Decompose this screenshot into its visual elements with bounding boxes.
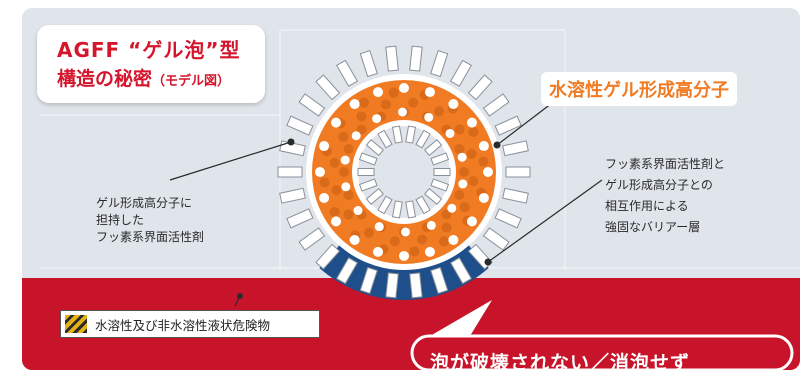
result-callout: 泡が破壊されない／消泡せず	[430, 352, 691, 374]
gel-polymer-label: 水溶性ゲル形成高分子	[541, 72, 737, 106]
hazard-stripe-icon	[65, 315, 87, 333]
title-line2: 構造の秘密（モデル図）	[57, 68, 231, 90]
barrier-label: フッ素系界面活性剤と ゲル形成高分子との 相互作用による 強固なバリアー層	[605, 157, 726, 234]
title-line1: AGFF “ゲル泡”型	[57, 38, 241, 62]
leader-lines	[169, 99, 603, 307]
hazard-label: 水溶性及び非水溶性液状危険物	[95, 317, 271, 333]
surfactant-label: ゲル形成高分子に 担持した フッ素系界面活性剤	[96, 196, 205, 244]
hazard-label-box: 水溶性及び非水溶性液状危険物	[60, 310, 320, 338]
title-box	[37, 25, 265, 103]
